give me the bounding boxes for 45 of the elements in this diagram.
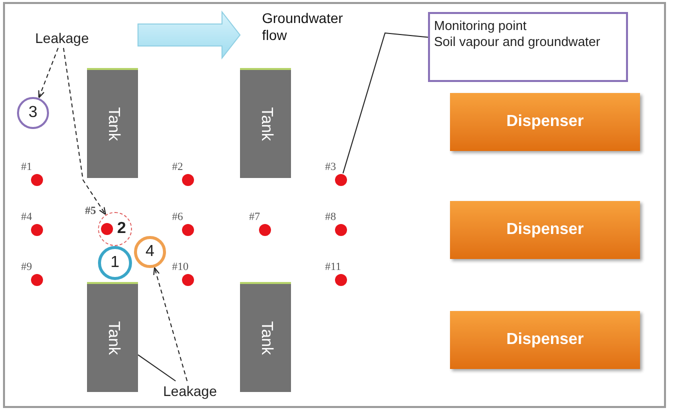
flow-label: Groundwater flow [262,10,344,44]
leakage-label: Leakage [150,381,230,401]
tank-box [240,282,291,392]
monitoring-point [335,224,347,236]
callout-text: Soil vapour and groundwater [434,34,602,50]
tank-box [240,68,291,178]
monitoring-point [335,174,347,186]
dispenser-box: Dispenser [450,93,640,151]
leakage-label: Leakage [22,28,102,48]
monitoring-point [31,274,43,286]
monitoring-point [335,274,347,286]
point-label: #1 [21,161,32,173]
circle-number: 2 [117,218,126,239]
arrow [63,48,106,215]
arrow [153,267,188,382]
callout-text: Monitoring point [434,18,528,34]
point-label: #8 [325,211,336,223]
tank-label: Tank [104,107,122,141]
monitoring-point [259,224,271,236]
point-label: #2 [172,161,183,173]
monitoring-point [182,174,194,186]
tank-label: Tank [256,321,276,355]
point-label: #10 [172,261,188,273]
point-label: #4 [21,211,32,223]
tank-label: Tank [256,107,276,141]
monitoring-point [182,224,194,236]
leader-line [138,354,176,382]
dispenser-box: Dispenser [450,311,640,369]
tank-box [87,68,138,178]
monitoring-point [101,223,113,235]
point-label: #3 [325,161,336,173]
monitoring-point [31,174,43,186]
point-label: #11 [325,261,342,273]
tank-box [87,282,138,392]
dispenser-box: Dispenser [450,201,640,259]
point-label: #9 [21,261,32,273]
monitoring-point [182,274,194,286]
point-label: #7 [249,211,260,223]
point-label: #5 [85,205,96,217]
callout-box [428,12,628,82]
tank-label: Tank [104,321,122,355]
arrow [38,48,59,98]
leader-line [342,32,428,174]
point-label: #6 [172,211,183,223]
monitoring-point [31,224,43,236]
